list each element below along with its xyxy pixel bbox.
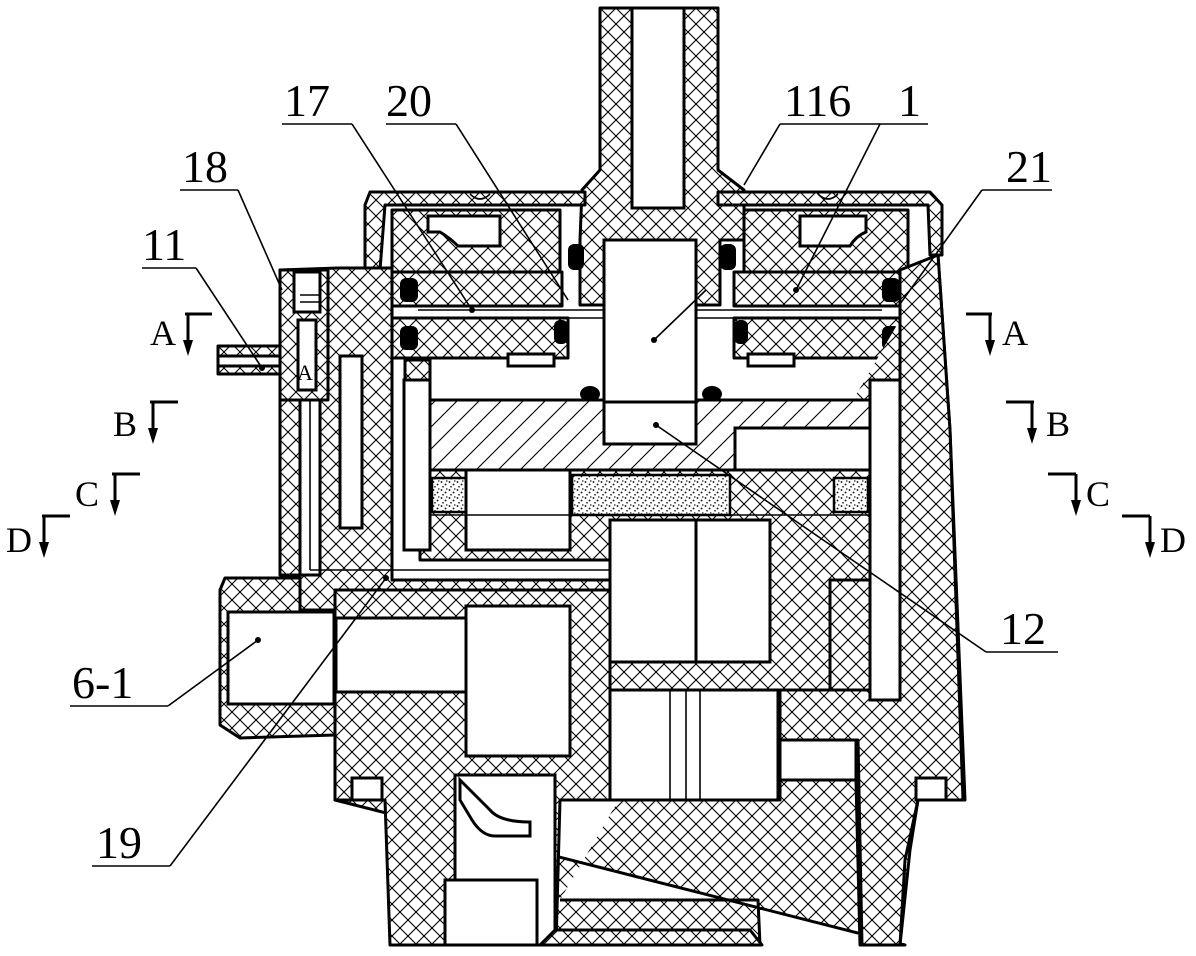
piston-plate [428,398,872,472]
section-a-right: A [1002,313,1028,353]
part-numbers: 17 20 116 1 21 18 11 12 6-1 19 [72,75,1052,868]
label-19: 19 [96,817,142,868]
label-17: 17 [284,75,330,126]
label-6-1: 6-1 [72,657,133,708]
valve-stem [578,6,746,307]
section-b-left: B [113,404,137,444]
label-116: 116 [784,75,851,126]
pilot-inlet [216,268,330,402]
section-d-left: D [6,520,32,560]
central-core [418,238,882,404]
right-channel [773,253,965,947]
section-a-left: A [150,313,176,353]
label-21: 21 [1006,141,1052,192]
flow-channel [309,400,610,571]
upper-chamber-right [732,208,910,368]
section-b-right: B [1046,404,1070,444]
section-c-left: C [75,474,99,514]
section-d-right: D [1160,520,1186,560]
lower-body [333,518,948,947]
label-1: 1 [898,75,921,126]
section-markers: A A B B C C D D A [6,312,1186,560]
label-18: 18 [182,141,228,192]
section-c-right: C [1086,474,1110,514]
upper-chamber-left [390,208,570,368]
side-port [218,576,337,740]
valve-letter-a: A [297,360,313,385]
label-11: 11 [142,219,186,270]
label-20: 20 [386,75,432,126]
filter-element [430,468,870,552]
leader-lines [70,123,1058,867]
label-12: 12 [1000,603,1046,654]
